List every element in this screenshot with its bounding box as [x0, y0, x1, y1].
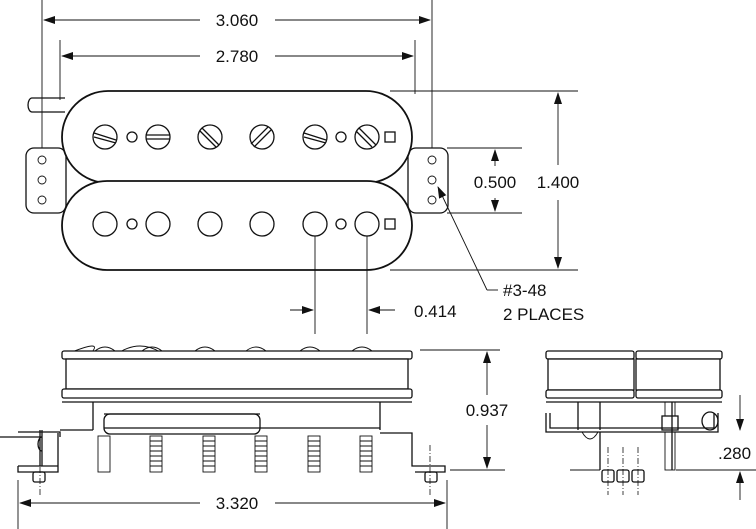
left-mounting-tab — [25, 147, 67, 214]
baseplate-length-label: 3.320 — [216, 494, 259, 513]
slug-poles — [92, 211, 396, 237]
top-view — [25, 90, 449, 271]
right-mounting-tab — [407, 147, 449, 214]
top-bobbin — [61, 90, 413, 184]
side-dimension-lines — [17, 349, 505, 529]
end-dimension-lines — [570, 395, 756, 500]
side-view — [0, 345, 446, 495]
screw-note-line1: #3-48 — [503, 281, 546, 300]
dimension-lines — [41, 0, 578, 334]
overall-length-label: 3.060 — [216, 11, 259, 30]
bobbin-length-label: 2.780 — [216, 47, 259, 66]
pole-spacing-label: 0.414 — [414, 302, 457, 321]
leg-height-label: .280 — [718, 444, 751, 463]
adjustable-pole-screws — [92, 124, 396, 150]
bottom-bobbin — [61, 180, 413, 271]
mount-hole-spacing-label: 0.500 — [474, 173, 517, 192]
end-view — [545, 350, 723, 495]
overall-width-label: 1.400 — [537, 173, 580, 192]
screw-note-line2: 2 PLACES — [503, 305, 584, 324]
height-label: 0.937 — [466, 401, 509, 420]
